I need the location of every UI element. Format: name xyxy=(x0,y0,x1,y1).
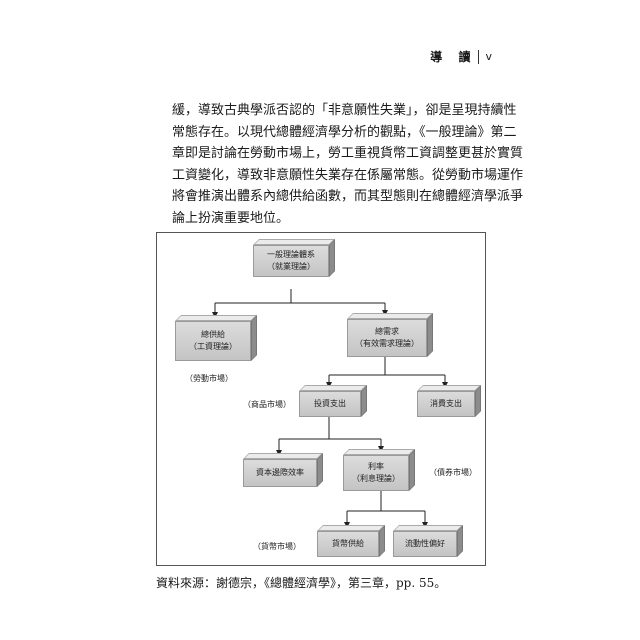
page-number: v xyxy=(485,50,492,63)
theory-diagram: 一般理論體系 （就業理論） 總供給 （工資理論） 總需求 （有效需求理論） （勞… xyxy=(156,232,486,566)
text-line: 緩，導致古典學派否認的「非意願性失業」，卻是呈現持續性 xyxy=(172,103,517,118)
section-title: 導 讀 xyxy=(430,50,477,64)
box-label: 流動性偏好 xyxy=(405,539,445,548)
box-label: 貨幣供給 xyxy=(332,539,364,548)
box-sublabel: （就業理論） xyxy=(267,262,315,271)
goods-market-label: （商品市場） xyxy=(243,400,291,409)
box-label: 利率 xyxy=(368,462,384,471)
money-market-label: （貨幣市場） xyxy=(253,542,301,551)
box-sublabel: （利息理論） xyxy=(352,474,400,483)
box-label: 資本邊際效率 xyxy=(256,468,304,477)
running-header: 導 讀 v xyxy=(430,48,492,65)
text-line: 常態存在。以現代總體經濟學分析的觀點，《一般理論》第二 xyxy=(172,124,517,140)
text-line: 章即是討論在勞動市場上，勞工重視貨幣工資調整更甚於實質 xyxy=(172,146,524,161)
box-sublabel: （有效需求理論） xyxy=(355,339,419,348)
box-label: 消費支出 xyxy=(430,399,462,408)
box-label: 總需求 xyxy=(375,327,399,336)
text-line: 論上扮演重要地位。 xyxy=(172,210,290,226)
body-paragraph: 緩，導致古典學派否認的「非意願性失業」，卻是呈現持續性 常態存在。以現代總體經濟… xyxy=(172,100,524,229)
figure-source-caption: 資料來源：謝德宗，《總體經濟學》，第三章，pp. 55。 xyxy=(156,576,447,590)
connector-lines xyxy=(212,289,448,528)
text-line: 工資變化，導致非意願性失業存在係屬常態。從勞動市場運作 xyxy=(172,167,524,183)
box-sublabel: （工資理論） xyxy=(189,342,237,351)
header-divider xyxy=(478,49,480,64)
text-line: 將會推演出體系內總供給函數，而其型態則在總體經濟學派爭 xyxy=(172,189,524,204)
box-label: 投資支出 xyxy=(314,399,346,408)
box-label: 總供給 xyxy=(201,330,225,339)
box-label: 一般理論體系 xyxy=(267,250,315,259)
bond-market-label: （債券市場） xyxy=(429,468,477,477)
labor-market-label: （勞動市場） xyxy=(185,374,233,383)
